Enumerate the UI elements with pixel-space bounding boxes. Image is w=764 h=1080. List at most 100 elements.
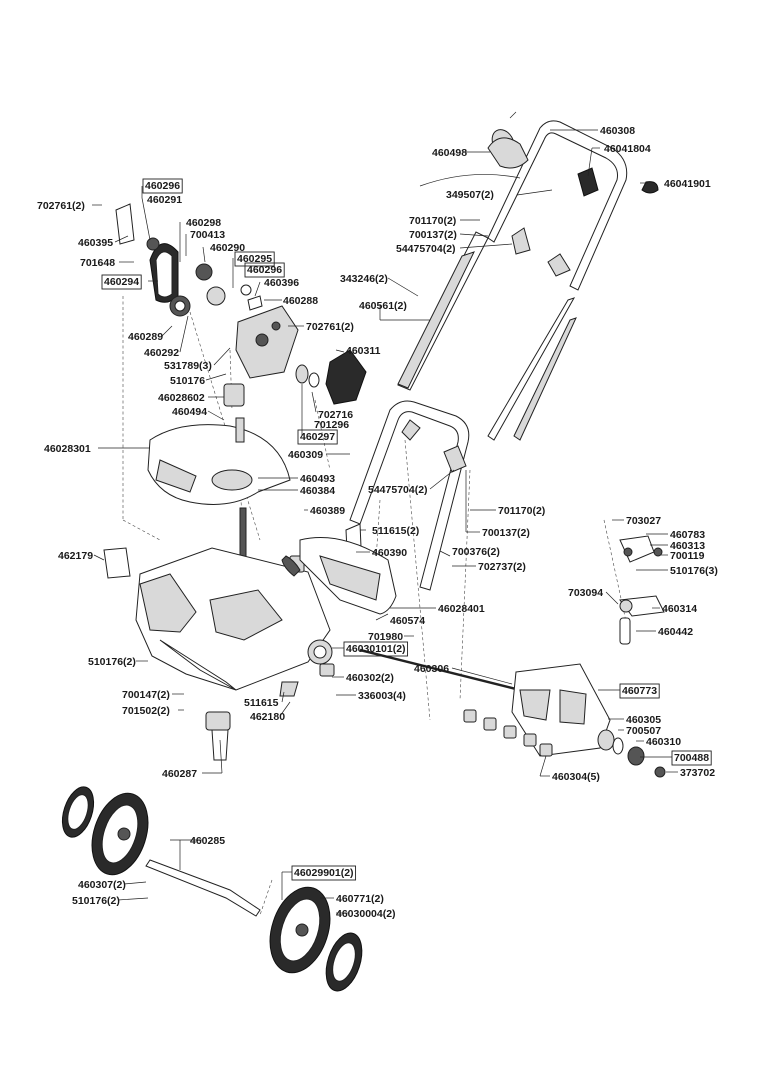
part-label: 460384 <box>300 485 335 497</box>
part-label: 460295 <box>237 253 272 265</box>
part-label: 511615 <box>244 697 279 709</box>
part-label: 349507(2) <box>446 189 494 201</box>
part-label: 460310 <box>646 736 681 748</box>
part-label: 343246(2) <box>340 273 388 285</box>
part-label: 460311 <box>346 345 381 357</box>
part-label: 460313 <box>670 540 705 552</box>
part-label: 336003(4) <box>358 690 406 702</box>
part-label: 702761(2) <box>306 321 354 333</box>
spindle-roller <box>205 639 666 778</box>
part-label: 460289 <box>128 331 163 343</box>
part-label: 700137(2) <box>482 527 530 539</box>
part-label: 702761(2) <box>37 200 85 212</box>
part-label: 700376(2) <box>452 546 500 558</box>
part-label: 460442 <box>658 626 693 638</box>
part-label: 373702 <box>680 767 715 779</box>
part-label: 460291 <box>147 194 182 206</box>
part-label: 510176(3) <box>670 565 718 577</box>
part-label: 54475704(2) <box>368 484 428 496</box>
belt-gearbox-group <box>115 203 367 407</box>
part-label: 46030004(2) <box>336 908 396 920</box>
label-box <box>297 429 338 445</box>
label-box <box>234 251 275 267</box>
part-label: 460314 <box>662 603 697 615</box>
label-box <box>101 274 142 290</box>
label-box <box>142 178 183 194</box>
part-label: 460771(2) <box>336 893 384 905</box>
part-label: 460290 <box>210 242 245 254</box>
part-label: 700413 <box>190 229 225 241</box>
part-label: 460294 <box>104 276 139 288</box>
part-label: 702737(2) <box>478 561 526 573</box>
part-label: 460773 <box>622 685 657 697</box>
part-label: 460307(2) <box>78 879 126 891</box>
part-label: 460309 <box>288 449 323 461</box>
part-label: 460390 <box>372 547 407 559</box>
part-label: 460296 <box>145 180 180 192</box>
part-label: 460783 <box>670 529 705 541</box>
part-label: 46030101(2) <box>346 643 406 655</box>
part-label: 460297 <box>300 431 335 443</box>
part-label: 510176 <box>170 375 205 387</box>
part-label: 460298 <box>186 217 221 229</box>
height-lever-assembly <box>619 535 665 645</box>
label-box <box>619 683 660 699</box>
part-label: 460389 <box>310 505 345 517</box>
label-box <box>291 865 357 881</box>
part-label: 701980 <box>368 631 403 643</box>
part-label: 54475704(2) <box>396 243 456 255</box>
part-label: 700507 <box>626 725 661 737</box>
part-label: 46029901(2) <box>294 867 354 879</box>
part-label: 46028602 <box>158 392 205 404</box>
label-box <box>671 750 712 766</box>
label-box <box>244 262 285 278</box>
part-label: 460305 <box>626 714 661 726</box>
part-label: 701170(2) <box>498 505 545 517</box>
part-label: 460396 <box>264 277 299 289</box>
part-label: 462179 <box>58 550 93 562</box>
part-label: 531789(3) <box>164 360 212 372</box>
part-label: 462180 <box>250 711 285 723</box>
part-number-labels: 460308 460498 46041804 46041901 349507(2… <box>37 125 718 920</box>
part-label: 46028401 <box>438 603 485 615</box>
part-label: 460304(5) <box>552 771 600 783</box>
part-label: 460561(2) <box>359 300 407 312</box>
part-label: 460493 <box>300 473 335 485</box>
part-label: 460296 <box>247 264 282 276</box>
part-label: 460498 <box>432 147 467 159</box>
part-label: 700147(2) <box>122 689 170 701</box>
part-label: 703027 <box>626 515 661 527</box>
part-label: 46028301 <box>44 443 91 455</box>
part-label: 460574 <box>390 615 425 627</box>
part-label: 700137(2) <box>409 229 457 241</box>
mower-deck <box>103 537 397 691</box>
leader-lines <box>92 129 678 914</box>
part-label: 703094 <box>568 587 603 599</box>
upper-handle <box>397 111 659 441</box>
part-label: 700488 <box>674 752 709 764</box>
part-label: 460285 <box>190 835 225 847</box>
part-label: 460494 <box>172 406 207 418</box>
part-label: 460308 <box>600 125 635 137</box>
part-label: 701296 <box>314 419 349 431</box>
part-label: 701502(2) <box>122 705 170 717</box>
part-label: 700119 <box>670 550 705 562</box>
part-label: 460306 <box>414 663 449 675</box>
label-box <box>343 641 409 657</box>
part-label: 46041804 <box>604 143 651 155</box>
wheels <box>61 786 363 992</box>
part-label: 46041901 <box>664 178 711 190</box>
part-label: 460395 <box>78 237 113 249</box>
part-label: 510176(2) <box>72 895 120 907</box>
part-label: 460302(2) <box>346 672 394 684</box>
part-label: 460292 <box>144 347 179 359</box>
part-label: 702716 <box>318 409 353 421</box>
part-label: 701170(2) <box>409 215 456 227</box>
part-label: 460287 <box>162 768 197 780</box>
part-label: 511615(2) <box>372 525 419 537</box>
housing-cover <box>147 417 291 559</box>
part-label: 510176(2) <box>88 656 136 668</box>
part-label: 701648 <box>80 257 115 269</box>
part-label: 460288 <box>283 295 318 307</box>
